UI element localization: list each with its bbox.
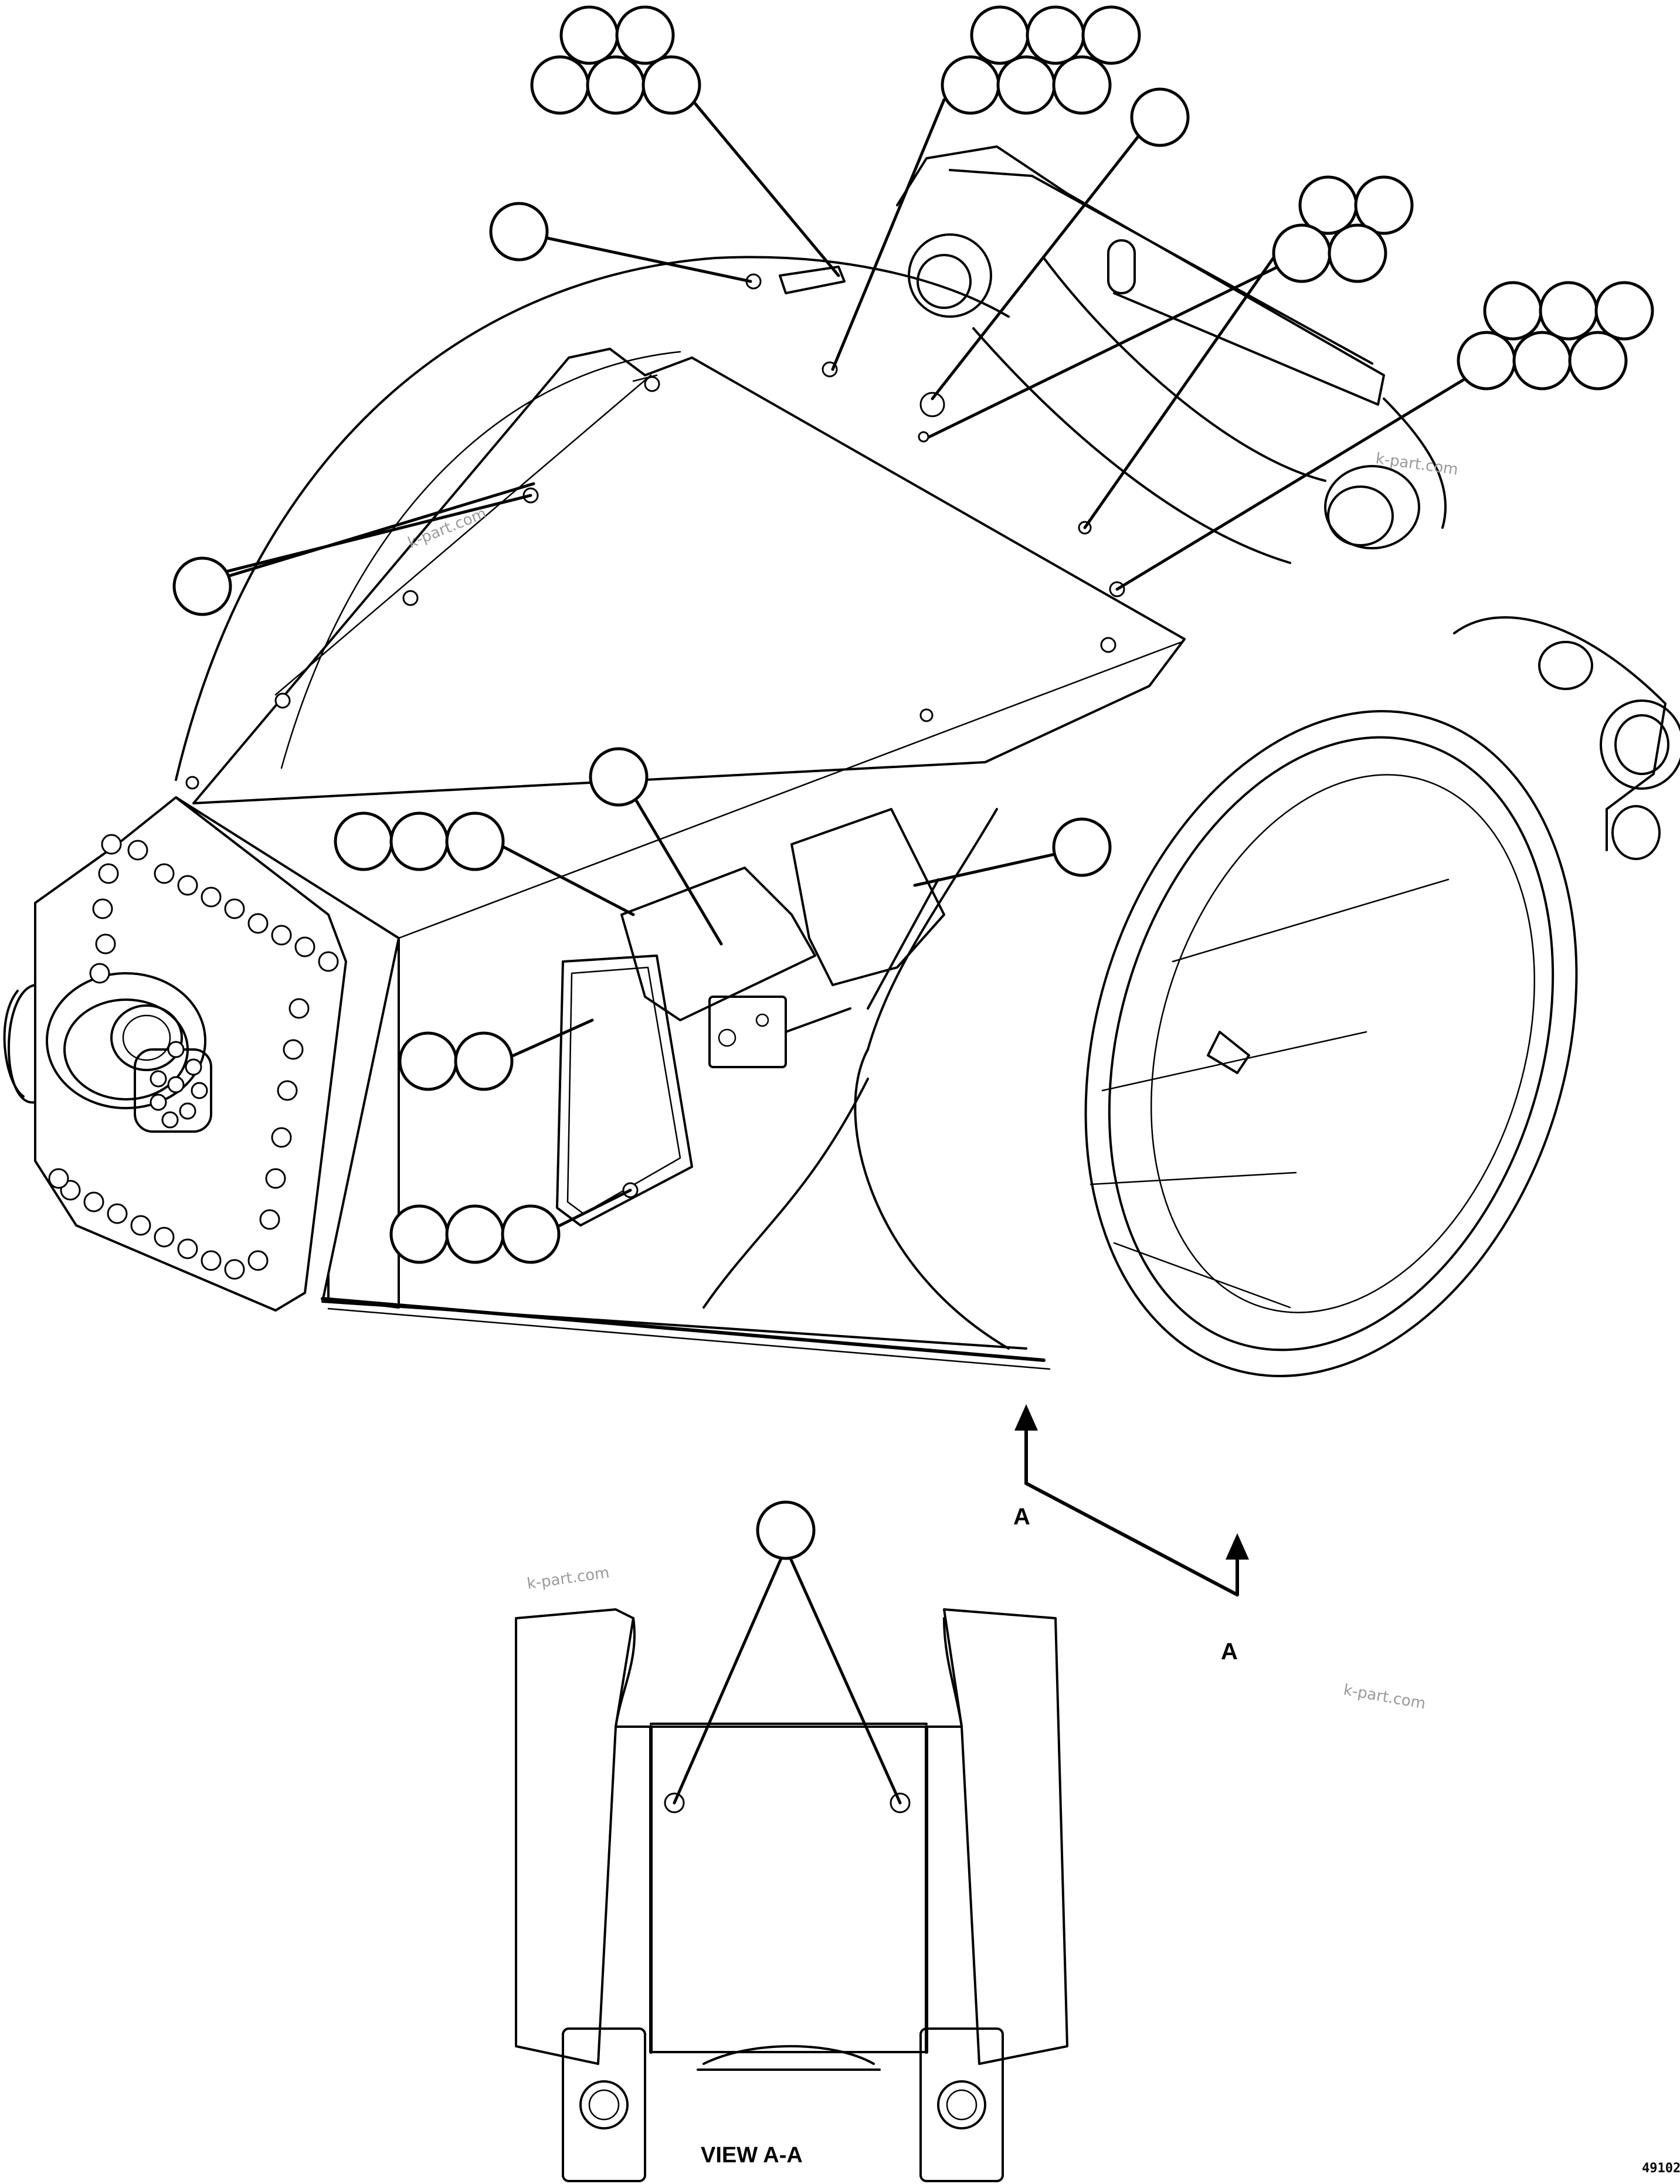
balloon-group-top-center xyxy=(941,5,1141,115)
balloon-view-a-single xyxy=(756,1500,816,1560)
inspection-cover xyxy=(556,955,693,1227)
balloon-guard-single xyxy=(589,747,649,807)
flange-bolts xyxy=(48,834,339,1280)
view-a-a xyxy=(515,1608,1068,2182)
balloon-group-triple-upper xyxy=(334,811,505,871)
balloon-left-single xyxy=(489,202,549,261)
leader-lines xyxy=(212,98,1497,1805)
balloon-group-top-left xyxy=(530,5,701,115)
watermark: k-part.com xyxy=(405,505,488,552)
watermark: k-part.com xyxy=(1342,1681,1427,1713)
section-marker-lower: A xyxy=(1221,1639,1238,1665)
watermark: k-part.com xyxy=(1374,450,1459,478)
balloon-group-right-4 xyxy=(1272,175,1414,283)
balloon-single-upper xyxy=(1130,87,1190,147)
balloon-cover-single xyxy=(1052,817,1112,877)
balloon-callouts xyxy=(172,5,1654,1560)
view-title: VIEW A-A xyxy=(701,2143,803,2168)
balloon-group-double xyxy=(398,1031,514,1091)
watermark: k-part.com xyxy=(526,1564,610,1593)
balloon-group-triple-lower xyxy=(389,1204,561,1264)
balloon-group-right-6 xyxy=(1457,281,1654,390)
guard-assembly xyxy=(620,808,945,1068)
section-marker-upper: A xyxy=(1013,1504,1030,1530)
drawing-reference: 49102 xyxy=(1642,2161,1680,2176)
grease-fittings xyxy=(185,266,1125,790)
bearing-ring xyxy=(1084,710,1578,1377)
balloon-left-side-single xyxy=(172,556,232,616)
section-cut-line xyxy=(1014,1404,1249,1597)
axle-housing xyxy=(3,145,1680,1377)
